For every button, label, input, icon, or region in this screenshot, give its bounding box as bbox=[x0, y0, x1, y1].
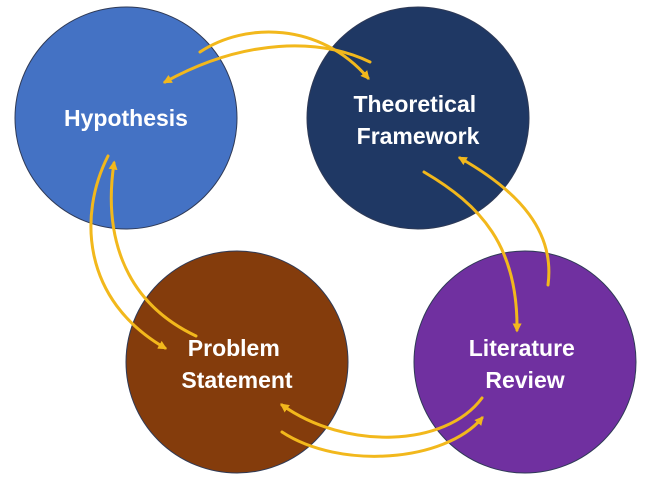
literature-review-circle bbox=[413, 250, 637, 474]
arrow-theoretical-framework-to-hypothesis bbox=[162, 44, 372, 84]
arrow-problem-statement-to-hypothesis bbox=[108, 160, 198, 338]
arrow-literature-review-to-theoretical-framework bbox=[457, 156, 551, 287]
arrow-theoretical-framework-to-literature-review bbox=[422, 170, 522, 333]
arrow-hypothesis-to-problem-statement bbox=[89, 154, 168, 350]
theoretical-framework-label: Theoretical Framework bbox=[353, 91, 482, 149]
arrow-hypothesis-to-theoretical-framework bbox=[198, 30, 370, 80]
problem-statement-label: Problem Statement bbox=[181, 335, 293, 393]
hypothesis-circle bbox=[14, 6, 238, 230]
problem-statement-circle bbox=[125, 250, 349, 474]
hypothesis-label: Hypothesis bbox=[64, 105, 188, 131]
arrow-problem-statement-to-literature-review bbox=[280, 416, 484, 458]
theoretical-framework-circle bbox=[306, 6, 530, 230]
literature-review-label: Literature Review bbox=[469, 335, 581, 393]
arrow-literature-review-to-problem-statement bbox=[279, 396, 484, 439]
